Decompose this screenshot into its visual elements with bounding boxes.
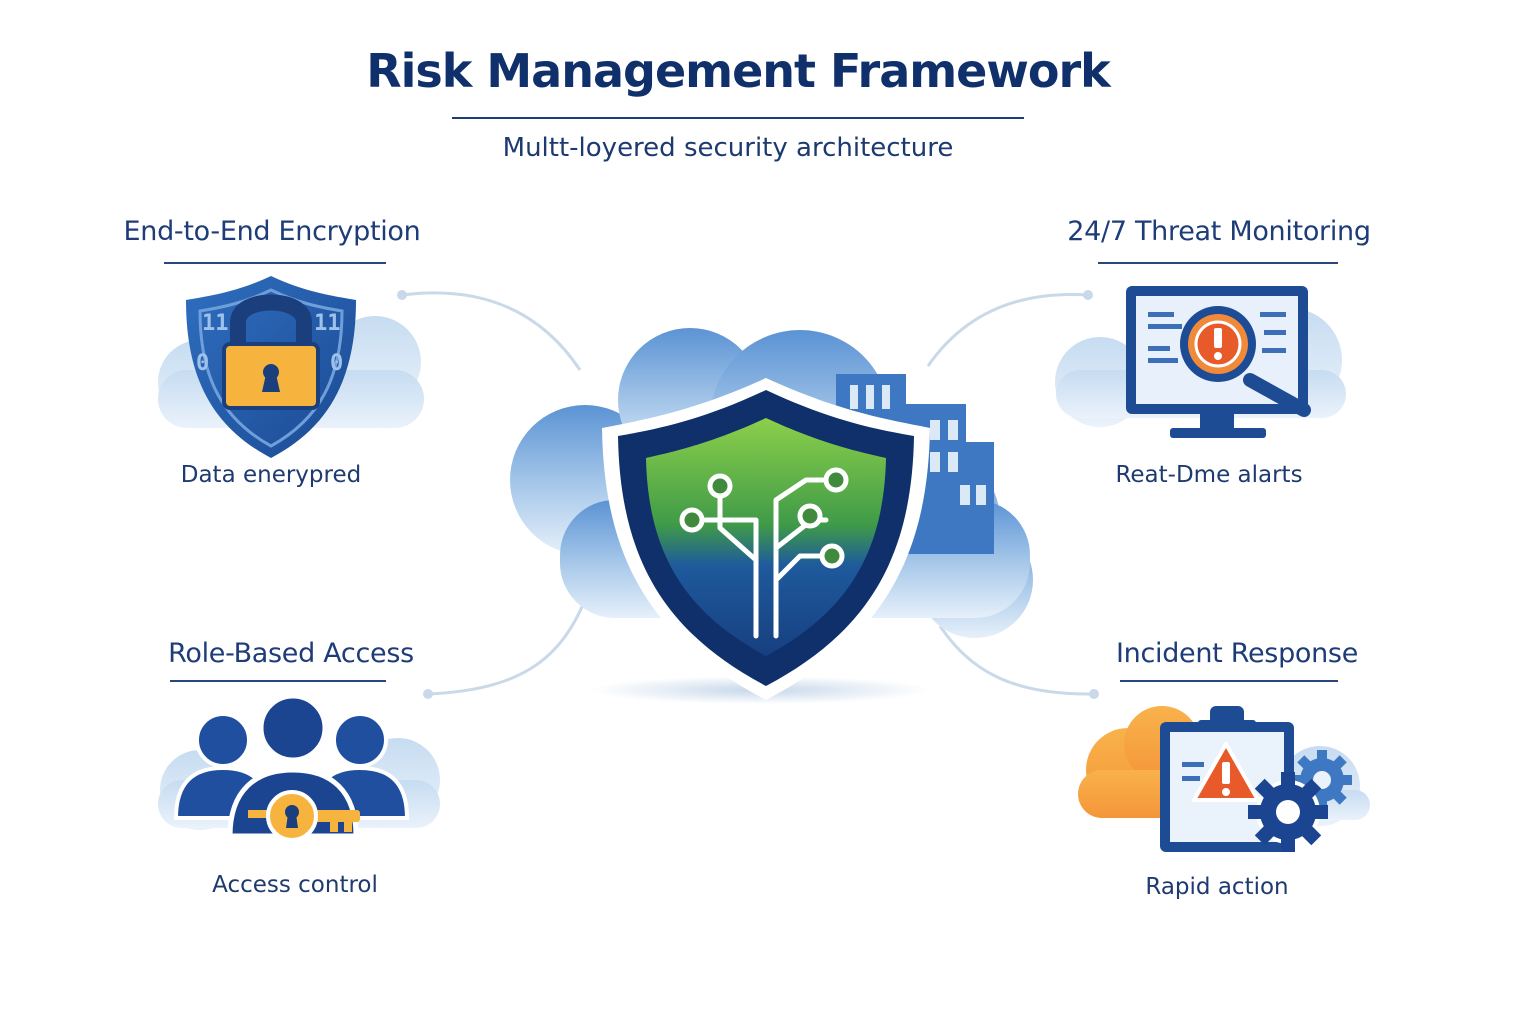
heading-encryption-divider: [164, 262, 386, 264]
connector-bottom-right: [938, 625, 1095, 696]
shield-circuit-icon: [602, 378, 930, 700]
connector-dot: [1089, 689, 1099, 699]
connector-dot: [397, 290, 407, 300]
central-cloud-shield: [510, 328, 1033, 704]
svg-text:0: 0: [196, 351, 209, 376]
page-title: Risk Management Framework: [366, 44, 1111, 98]
connector-dot: [423, 689, 433, 699]
page-subtitle: Multt-loyered security architecture: [502, 133, 954, 163]
heading-role-access-divider: [170, 680, 386, 682]
users-key-icon: [158, 693, 440, 842]
svg-text:11: 11: [314, 311, 341, 336]
connector-lines: [401, 291, 1095, 696]
heading-role-access: Role-Based Access: [168, 638, 414, 669]
caption-threat-monitoring: Reat-Dme alarts: [1115, 462, 1303, 488]
heading-threat-monitoring-divider: [1098, 262, 1338, 264]
caption-encryption: Data enerypred: [180, 462, 362, 488]
connector-dot: [1083, 290, 1093, 300]
heading-incident-response: Incident Response: [1115, 638, 1359, 669]
monitor-alert-icon: [1055, 286, 1346, 438]
connector-bottom-left: [427, 599, 587, 696]
connector-top-right: [926, 292, 1089, 367]
caption-role-access: Access control: [212, 872, 378, 898]
svg-text:11: 11: [202, 311, 229, 336]
heading-incident-response-divider: [1120, 680, 1338, 682]
connector-top-left: [401, 291, 582, 371]
padlock-shield-icon: 11 11 0 0: [158, 276, 424, 458]
heading-threat-monitoring: 24/7 Threat Monitoring: [1067, 216, 1371, 247]
svg-text:0: 0: [330, 351, 343, 376]
clipboard-warning-gear-icon: [1078, 706, 1370, 852]
heading-encryption: End-to-End Encryption: [123, 216, 421, 247]
caption-incident-response: Rapid action: [1145, 874, 1289, 900]
title-divider: [452, 117, 1024, 119]
